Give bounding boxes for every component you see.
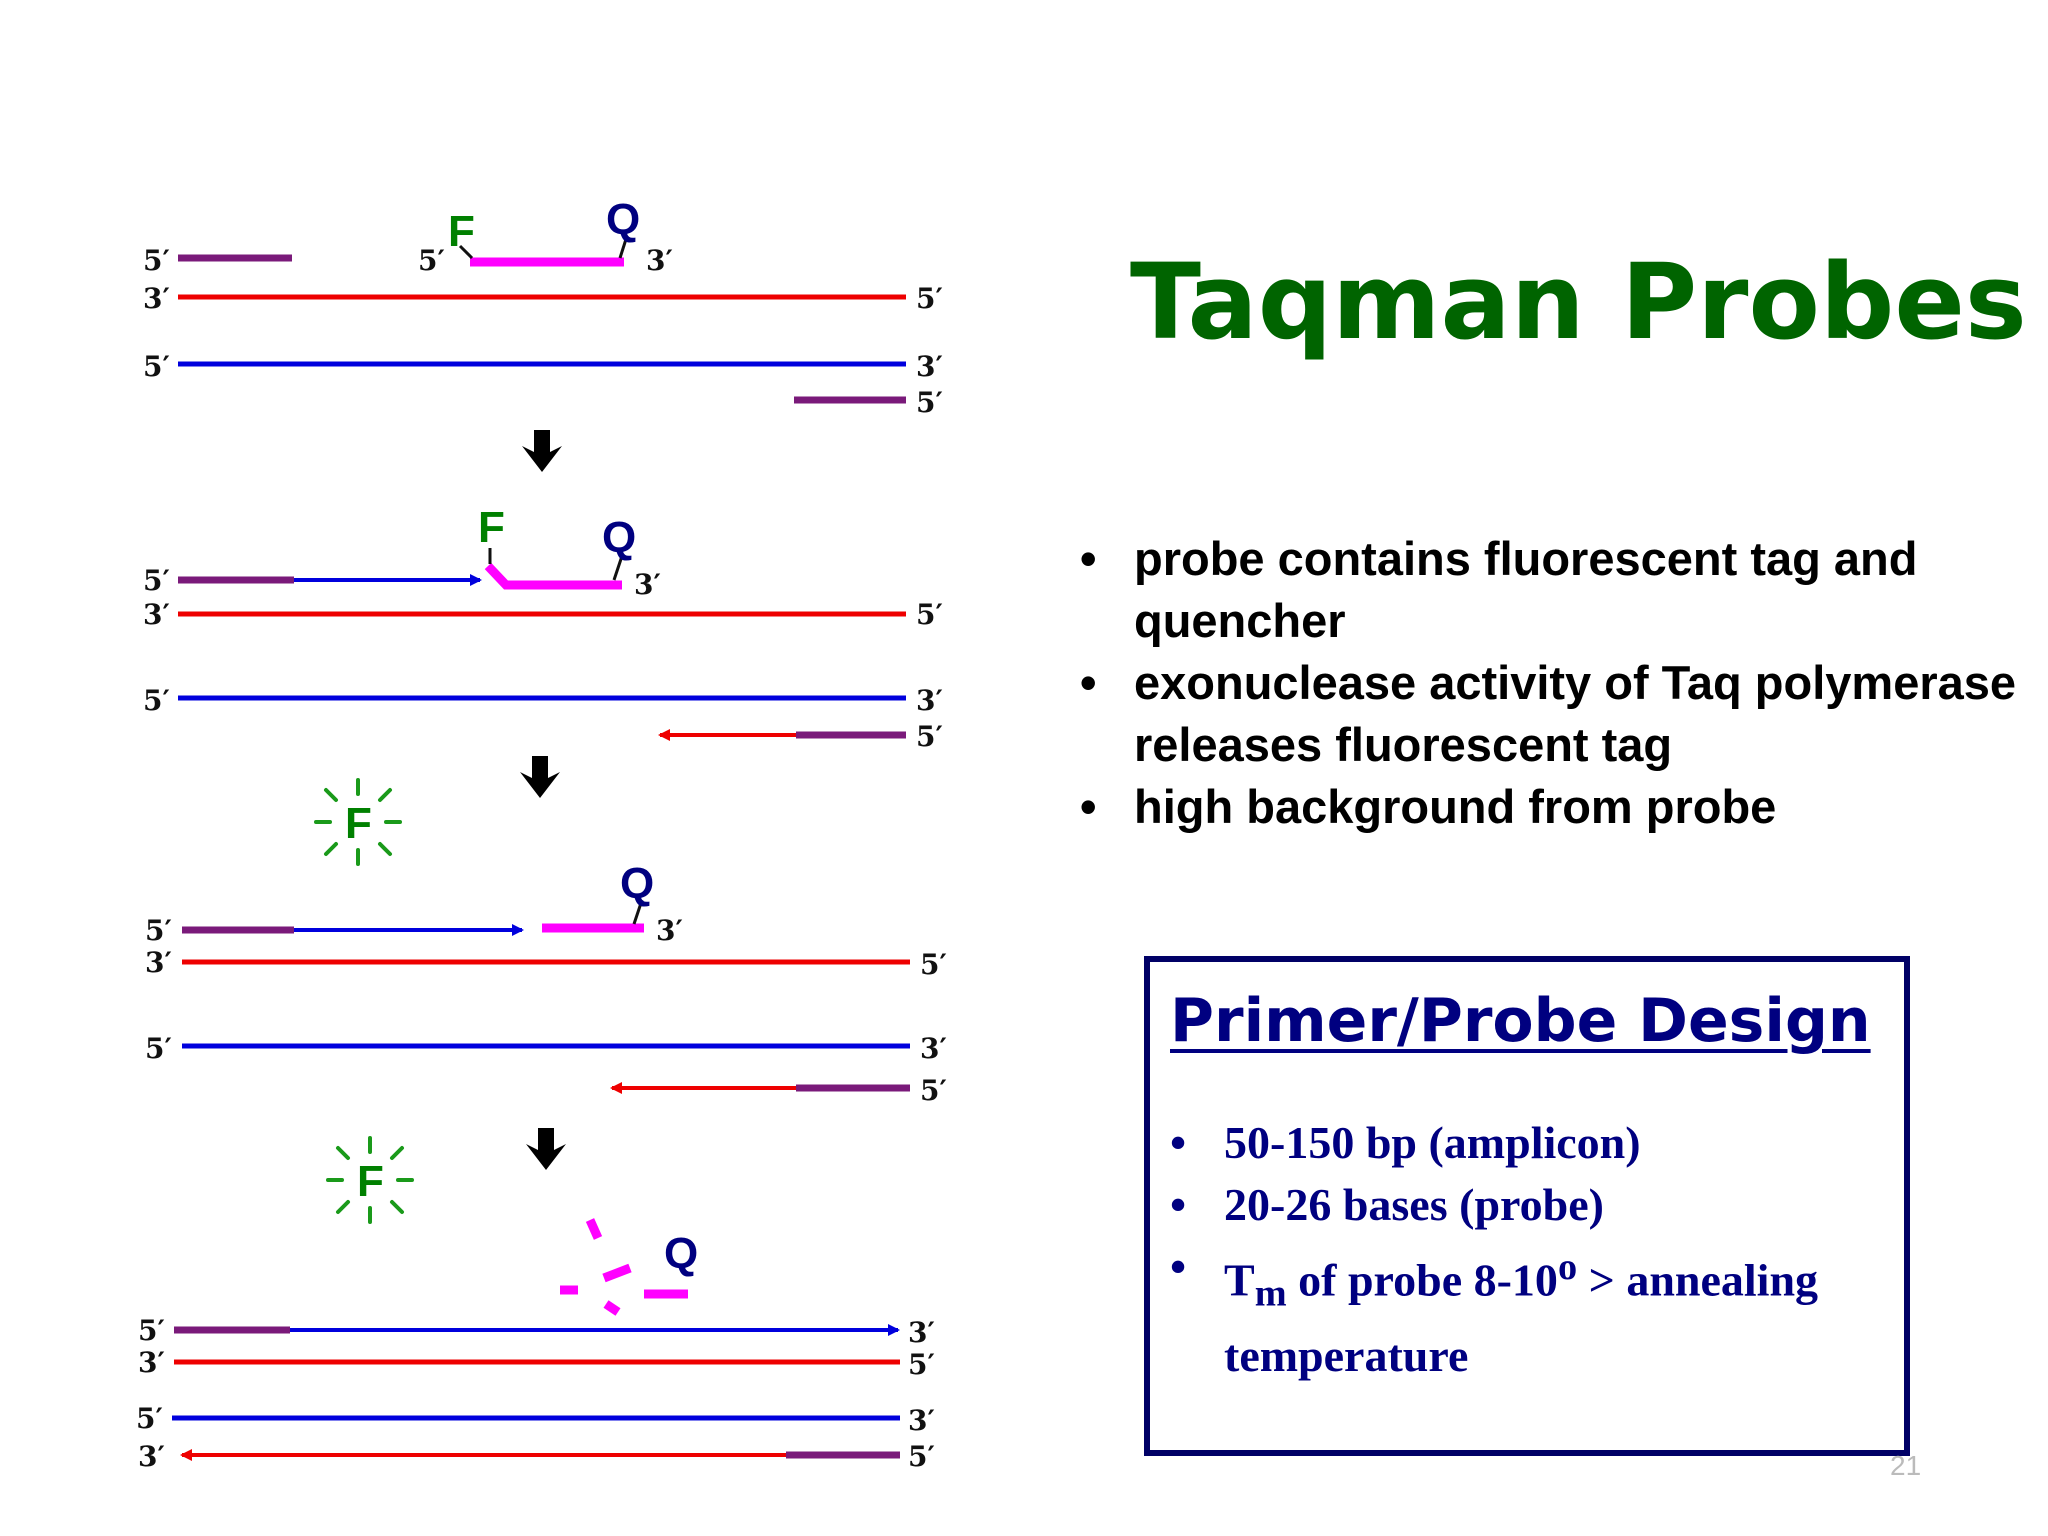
end-label-5: 5′ xyxy=(920,1074,947,1107)
end-label-5: 5′ xyxy=(143,564,170,597)
end-label-3: 3′ xyxy=(143,598,170,631)
fluorophore-label: F xyxy=(448,207,475,256)
probe-end-label-5: 5′ xyxy=(418,244,445,277)
end-label-5: 5′ xyxy=(920,948,947,981)
quencher-label: Q xyxy=(606,195,640,244)
end-label-5: 5′ xyxy=(138,1314,165,1347)
end-label-5: 5′ xyxy=(916,282,943,315)
page-number: 21 xyxy=(1890,1450,1922,1481)
end-label-5: 5′ xyxy=(916,386,943,419)
quencher-label: Q xyxy=(620,859,654,908)
design-item: 20-26 bases (probe) xyxy=(1170,1174,1890,1236)
probe-fragments xyxy=(560,1218,688,1316)
step-1-annealing: 5′ 5′ F Q 3′ 3′ 5′ 5′ 3′ 5′ xyxy=(143,195,943,419)
end-label-5: 5′ xyxy=(908,1440,935,1473)
end-label-3: 3′ xyxy=(145,946,172,979)
arrow-down-icon xyxy=(526,1128,566,1170)
end-label-3: 3′ xyxy=(138,1440,165,1473)
probe xyxy=(484,562,622,590)
design-list: 50-150 bp (amplicon) 20-26 bases (probe)… xyxy=(1170,1112,1890,1387)
end-label-5: 5′ xyxy=(916,720,943,753)
bullet-item: high background from probe xyxy=(1080,776,2040,838)
end-label-3: 3′ xyxy=(908,1404,935,1437)
step-3-cleavage: 5′ Q 3′ 3′ 5′ 5′ 3′ 5′ xyxy=(145,859,947,1107)
primer-probe-design-box: Primer/Probe Design 50-150 bp (amplicon)… xyxy=(1144,956,1910,1456)
end-label-5: 5′ xyxy=(143,350,170,383)
end-label-5: 5′ xyxy=(143,244,170,277)
end-label-3: 3′ xyxy=(920,1032,947,1065)
probe-end-label-3: 3′ xyxy=(634,568,661,601)
quencher-label: Q xyxy=(664,1229,698,1278)
released-fluorophore: F xyxy=(314,778,402,866)
end-label-3: 3′ xyxy=(138,1346,165,1379)
arrow-down-icon xyxy=(522,430,562,472)
step-4-complete: 5′ 3′ 3′ 5′ 5′ 3′ 3′ 5′ xyxy=(136,1314,935,1473)
step-2-extension: 5′ F Q 3′ 3′ 5′ 5′ 3′ 5′ xyxy=(143,503,943,753)
design-item: 50-150 bp (amplicon) xyxy=(1170,1112,1890,1174)
end-label-5: 5′ xyxy=(916,598,943,631)
fluorophore-label: F xyxy=(357,1157,384,1206)
end-label-3: 3′ xyxy=(916,684,943,717)
released-fluorophore: F xyxy=(326,1136,414,1224)
bullet-list: probe contains fluorescent tag and quenc… xyxy=(1080,528,2040,838)
arrow-down-icon xyxy=(520,756,560,798)
end-label-3: 3′ xyxy=(916,350,943,383)
slide-title: Taqman Probes xyxy=(1130,241,2027,363)
end-label-5: 5′ xyxy=(908,1348,935,1381)
end-label-3: 3′ xyxy=(908,1316,935,1349)
design-item: Tm of probe 8-10o > annealing temperatur… xyxy=(1170,1236,1890,1387)
end-label-5: 5′ xyxy=(145,1032,172,1065)
end-label-5: 5′ xyxy=(145,914,172,947)
probe-end-label-3: 3′ xyxy=(656,914,683,947)
design-box-title: Primer/Probe Design xyxy=(1170,986,1871,1056)
end-label-3: 3′ xyxy=(143,282,170,315)
quencher-label: Q xyxy=(602,513,636,562)
bullet-item: probe contains fluorescent tag and quenc… xyxy=(1080,528,2040,652)
probe-end-label-3: 3′ xyxy=(646,244,673,277)
bullet-item: exonuclease activity of Taq polymerase r… xyxy=(1080,652,2040,776)
fluorophore-label: F xyxy=(345,799,372,848)
fluorophore-label: F xyxy=(478,503,505,552)
taqman-diagram: 5′ 5′ F Q 3′ 3′ 5′ 5′ 3′ 5′ 5′ F Q 3′ 3′… xyxy=(136,195,947,1473)
end-label-5: 5′ xyxy=(136,1402,163,1435)
end-label-5: 5′ xyxy=(143,684,170,717)
